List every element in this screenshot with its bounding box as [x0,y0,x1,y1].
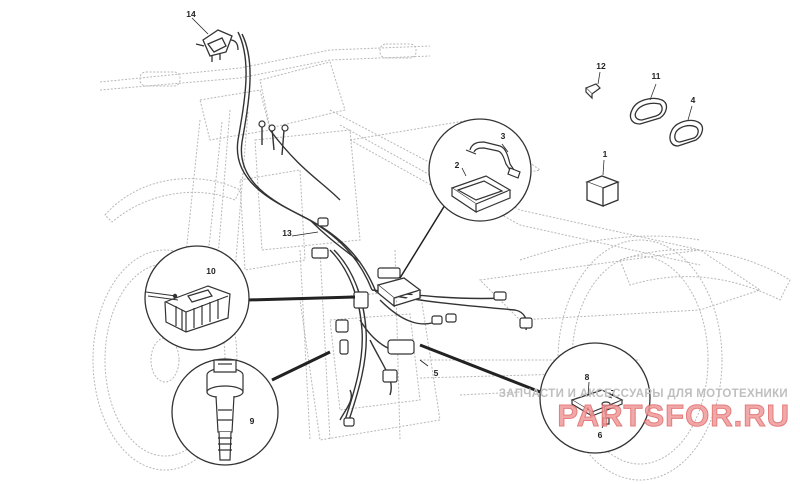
callout-2: 2 [455,160,460,170]
detail-circle-ignition-coil [171,358,279,466]
cdi-box-installed [376,277,422,308]
callout-14: 14 [186,9,196,19]
callout-1: 1 [603,149,608,159]
part-12-clip [584,71,601,100]
leader-lines [191,17,549,397]
callout-6: 6 [598,430,603,440]
harness-connectors [258,120,533,427]
part-1-relay [585,159,620,207]
part-4-strap [669,105,704,147]
callout-7: 7 [611,388,616,398]
kill-switch-part [195,29,239,62]
callout-8: 8 [585,372,590,382]
callout-5: 5 [434,368,439,378]
watermark-logo: PARTSFOR.RU [557,398,790,434]
callout-11: 11 [652,71,661,81]
callout-13: 13 [282,228,292,238]
callout-12: 12 [596,61,606,71]
callout-9: 9 [250,416,255,426]
detail-circle-cdi [428,118,532,222]
detail-circle-regulator [144,245,250,351]
callout-3: 3 [501,131,506,141]
watermark-tagline: ЗАПЧАСТИ И АКСЕССУАРЫ ДЛЯ МОТОТЕХНИКИ [498,388,788,400]
callout-10: 10 [206,266,216,276]
callout-labels: 14 13 10 9 5 2 3 12 11 4 1 8 7 6 [186,9,695,440]
part-11-strap [629,83,668,125]
callout-4: 4 [691,95,696,105]
main-wiring-harness [236,31,528,421]
detail-circle-bracket [539,342,651,454]
